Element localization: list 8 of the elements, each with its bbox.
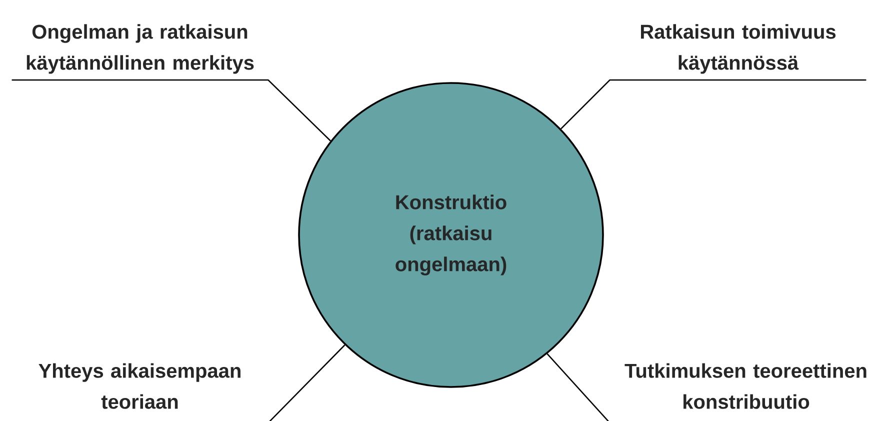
leader-line	[268, 344, 346, 421]
aspect-label: Yhteys aikaisempaan teoriaan	[38, 363, 240, 409]
aspect-label: Tutkimuksen teoreettinen konstribuutio	[624, 363, 866, 409]
aspect-label: Ongelman ja ratkaisun käytännöllinen merkitys	[26, 24, 254, 74]
leader-line	[560, 79, 866, 130]
leader-line	[12, 79, 331, 142]
leader-line	[546, 353, 610, 421]
aspect-label: Ratkaisun toimivuus käytännössä	[640, 24, 836, 74]
